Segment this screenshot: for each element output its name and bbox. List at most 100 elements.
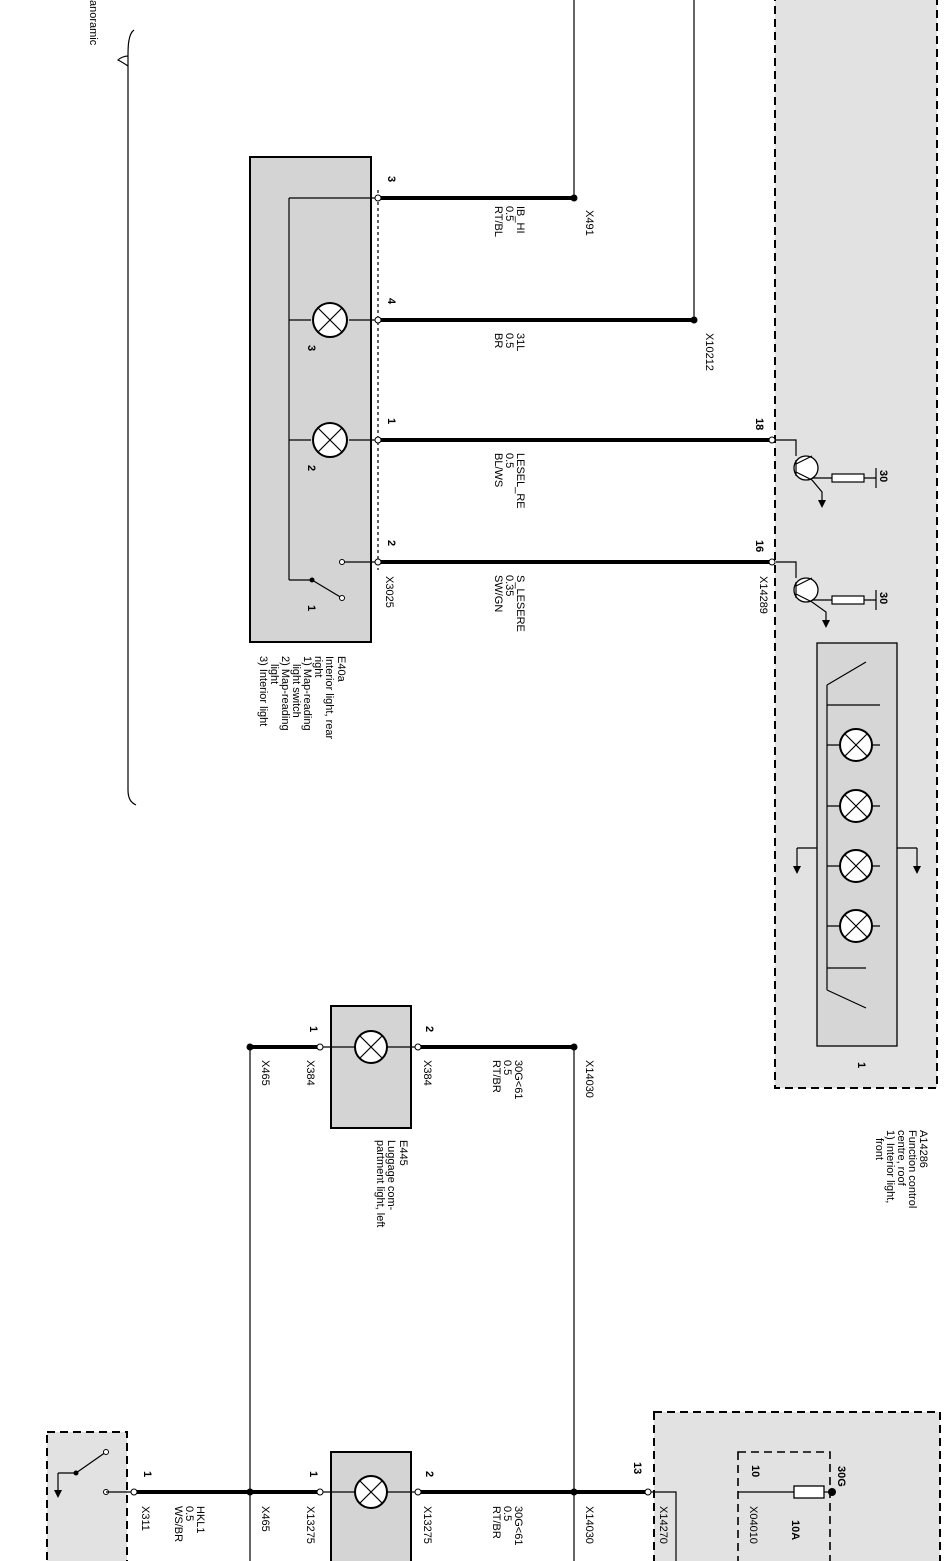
svg-text:centre, roof: centre, roof — [895, 1130, 907, 1187]
svg-text:X14030: X14030 — [583, 1506, 595, 1544]
e445-luggage-light-box — [330, 1005, 412, 1129]
interior-light-front-wiring — [826, 661, 880, 1009]
svg-text:1) Map-reading: 1) Map-reading — [301, 656, 313, 731]
svg-text:light: light — [268, 664, 280, 684]
lamp-icon — [354, 1030, 388, 1064]
svg-text:LESEL_RE: LESEL_RE — [514, 453, 526, 509]
transistor-icon — [776, 439, 877, 508]
connector-label: X13275 — [421, 1506, 433, 1544]
e40a-description: E40a Interior light, rear right 1) Map-r… — [257, 656, 347, 739]
wire-ib-hi — [374, 194, 578, 202]
fuse-holder — [737, 1451, 831, 1561]
svg-text:0.35: 0.35 — [503, 575, 515, 596]
wire-label-e445: 30G<61 0.5 RT/BR X14030 — [490, 1060, 595, 1099]
splice-label: X465 — [259, 1506, 271, 1532]
wire-30g-bottom — [414, 1488, 652, 1496]
svg-text:0.5: 0.5 — [501, 1060, 513, 1075]
splice-label: X465 — [259, 1060, 271, 1086]
svg-text:Interior light, rear: Interior light, rear — [323, 656, 335, 739]
wire-label-s-lesere: S_LESERE 0.35 SW/GN 16 X14289 — [492, 540, 769, 632]
svg-text:X10212: X10212 — [703, 333, 715, 371]
svg-text:1) Interior light,: 1) Interior light, — [884, 1130, 896, 1203]
connector-label: X14270 — [657, 1506, 669, 1544]
wire-label-lesel-re: LESEL_RE 0.5 BL/WS 18 — [492, 418, 765, 509]
lamp-icon — [354, 1475, 388, 1509]
svg-text:RT/BL: RT/BL — [492, 206, 504, 237]
e40a-lamp-label: 3 — [305, 345, 317, 351]
svg-text:light switch: light switch — [290, 664, 302, 718]
e445-description: E445 Luggage com- partment light, left — [374, 1140, 409, 1227]
interior-light-front-box — [816, 642, 898, 1047]
lamp-icon — [839, 849, 873, 883]
lamp-icon — [312, 422, 348, 458]
svg-text:X14030: X14030 — [583, 1060, 595, 1098]
lamp-icon — [839, 789, 873, 823]
wire-label-31l: 31L 0.5 BR X10212 — [492, 333, 715, 371]
svg-text:RT/BR: RT/BR — [490, 1506, 502, 1539]
top-label: anoramic — [87, 0, 99, 46]
svg-text:A14286: A14286 — [917, 1130, 929, 1168]
pin-number: 1 — [307, 1026, 319, 1032]
pin-number: 2 — [385, 540, 397, 546]
wire-label-hkl1: HKL1 0.5 WS/BR — [172, 1506, 206, 1542]
svg-text:SW/GN: SW/GN — [492, 575, 504, 612]
wire-lesel-re — [374, 436, 776, 444]
wire-hkl1 — [130, 1488, 318, 1496]
transistor-icon — [776, 561, 877, 628]
svg-text:31L: 31L — [514, 333, 526, 351]
left-switch-unit — [46, 1431, 128, 1561]
wire-e445-left — [246, 1043, 324, 1051]
pin-number: 1 — [385, 418, 397, 424]
svg-text:3) Interior light: 3) Interior light — [257, 656, 269, 726]
e40a-interior-light-box — [249, 156, 372, 643]
pin-number: 10 — [749, 1465, 761, 1477]
fuse-rating-label: 10A — [789, 1520, 801, 1540]
svg-text:0.5: 0.5 — [503, 206, 515, 221]
sub-label: 1 — [855, 1062, 867, 1068]
supply-label: 30 — [877, 592, 889, 604]
svg-text:RT/BR: RT/BR — [490, 1060, 502, 1093]
svg-text:0.5: 0.5 — [501, 1506, 513, 1521]
lamp-icon — [839, 909, 873, 943]
svg-text:BL/WS: BL/WS — [492, 453, 504, 487]
junction-internal-wiring — [651, 1491, 677, 1561]
fuse-supply-label: 30G — [835, 1466, 847, 1487]
wire-label-ib-hi: IB_HI 0.5 RT/BL X491 — [492, 206, 595, 237]
connector-label: X384 — [421, 1060, 433, 1086]
wire-31l — [374, 316, 698, 324]
connector-label: X311 — [139, 1506, 151, 1531]
supply-label: 30 — [877, 470, 889, 482]
svg-text:E40a: E40a — [335, 656, 347, 683]
e40a-switch-label: 1 — [305, 605, 317, 611]
e40a-lamp-label: 2 — [305, 465, 317, 471]
pin-number: 2 — [423, 1471, 435, 1477]
svg-text:E445: E445 — [397, 1140, 409, 1166]
wire-label-30g-bottom: 30G<61 0.5 RT/BR X14030 — [490, 1506, 595, 1545]
harness-brace — [116, 29, 137, 806]
a14286-description: A14286 Function control centre, roof 1) … — [873, 1130, 929, 1208]
svg-text:0.5: 0.5 — [503, 453, 515, 468]
connector-label: X3025 — [383, 576, 395, 608]
svg-text:HKL1: HKL1 — [194, 1506, 206, 1534]
switch-icon — [54, 1449, 132, 1498]
svg-text:30G<61: 30G<61 — [512, 1060, 524, 1099]
e40a-internal-wiring — [288, 197, 376, 581]
pin-number: 2 — [423, 1026, 435, 1032]
wire-s-lesere — [374, 558, 776, 566]
pin-number: 1 — [141, 1471, 153, 1477]
svg-text:Luggage com-: Luggage com- — [385, 1140, 397, 1211]
svg-text:18: 18 — [753, 418, 765, 430]
svg-text:WS/BR: WS/BR — [172, 1506, 184, 1542]
pin-number: 3 — [385, 176, 397, 182]
connector-label: X384 — [304, 1060, 316, 1086]
svg-text:front: front — [873, 1138, 885, 1160]
connector-label: X04010 — [747, 1506, 759, 1544]
pin-number: 4 — [385, 298, 397, 305]
svg-text:X14289: X14289 — [757, 576, 769, 614]
fuse-icon — [738, 1485, 836, 1499]
svg-text:IB_HI: IB_HI — [514, 206, 526, 234]
svg-text:30G<61: 30G<61 — [512, 1506, 524, 1545]
ground-arrow-icon — [793, 847, 921, 874]
svg-text:0.5: 0.5 — [183, 1506, 195, 1521]
